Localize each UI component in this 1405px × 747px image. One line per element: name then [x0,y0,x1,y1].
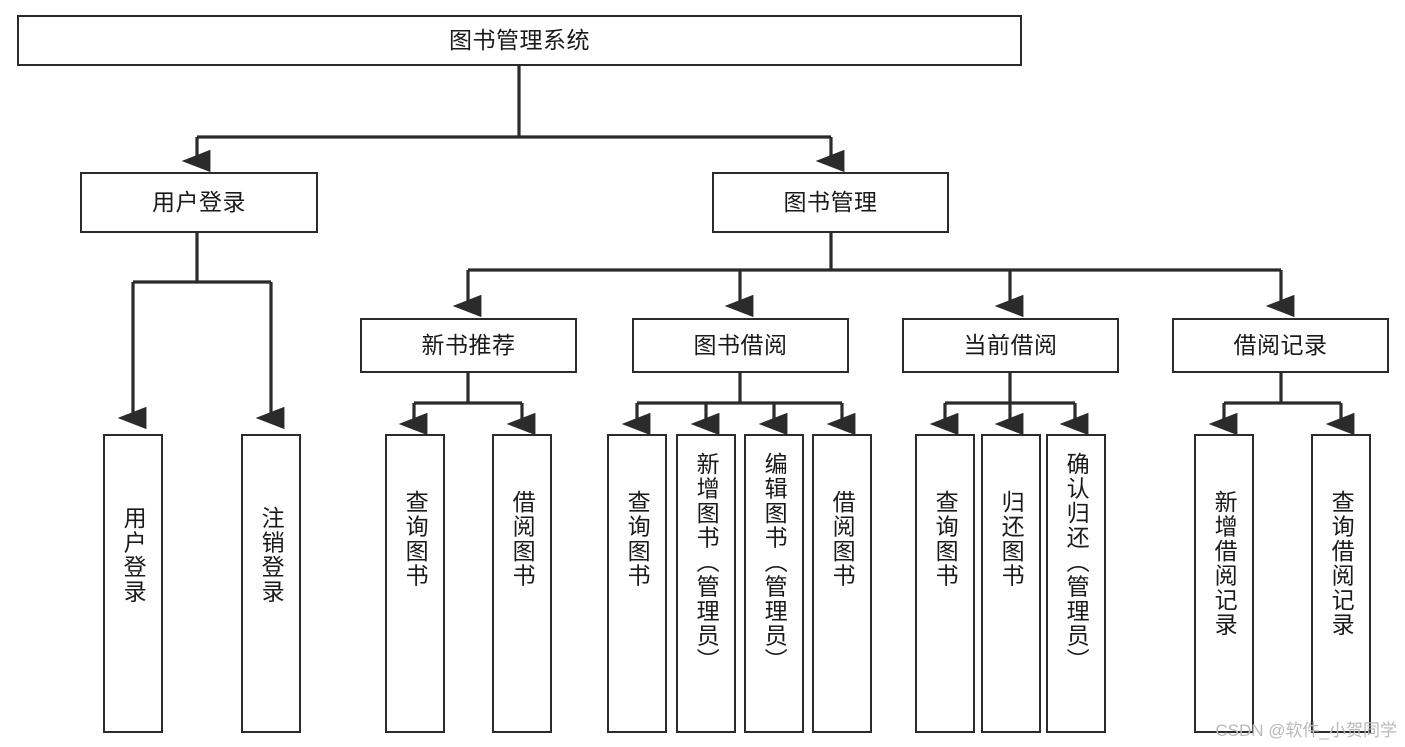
leaf-borrow-book-2[interactable]: 借阅图书 [812,434,872,733]
node-book-manage[interactable]: 图书管理 [712,172,949,233]
leaf-query-book-3-label: 查询图书 [932,490,959,588]
leaf-user-login-label: 用户登录 [120,506,147,604]
node-current-borrow[interactable]: 当前借阅 [902,318,1119,373]
leaf-add-book-label: 新增图书（管理员） [693,452,720,673]
node-borrow-record[interactable]: 借阅记录 [1172,318,1389,373]
leaf-edit-book-label: 编辑图书（管理员） [761,452,788,673]
leaf-confirm-return-label: 确认归还（管理员） [1063,452,1090,673]
node-user-login-label: 用户登录 [152,188,246,215]
node-new-book-recommend[interactable]: 新书推荐 [360,318,577,373]
leaf-query-book-1[interactable]: 查询图书 [385,434,445,733]
leaf-add-book[interactable]: 新增图书（管理员） [676,434,736,733]
leaf-confirm-return[interactable]: 确认归还（管理员） [1046,434,1106,733]
node-user-login[interactable]: 用户登录 [80,172,318,233]
node-book-borrow-label: 图书借阅 [693,331,788,358]
node-root[interactable]: 图书管理系统 [17,15,1022,66]
watermark: CSDN @软件_小贺同学 [1215,721,1397,740]
node-book-borrow[interactable]: 图书借阅 [632,318,849,373]
leaf-return-book[interactable]: 归还图书 [981,434,1041,733]
leaf-query-book-2-label: 查询图书 [624,490,651,588]
leaf-query-record[interactable]: 查询借阅记录 [1311,434,1371,733]
node-current-borrow-label: 当前借阅 [963,331,1058,358]
leaf-query-record-label: 查询借阅记录 [1328,490,1355,637]
node-book-manage-label: 图书管理 [783,188,878,215]
leaf-logout-label: 注销登录 [258,506,285,604]
node-borrow-record-label: 借阅记录 [1233,331,1328,358]
leaf-add-record[interactable]: 新增借阅记录 [1194,434,1254,733]
leaf-borrow-book-1[interactable]: 借阅图书 [492,434,552,733]
leaf-user-login[interactable]: 用户登录 [103,434,163,733]
node-new-book-recommend-label: 新书推荐 [421,331,516,358]
leaf-edit-book[interactable]: 编辑图书（管理员） [744,434,804,733]
leaf-add-record-label: 新增借阅记录 [1211,490,1238,637]
leaf-logout[interactable]: 注销登录 [241,434,301,733]
leaf-query-book-3[interactable]: 查询图书 [915,434,975,733]
leaf-query-book-1-label: 查询图书 [402,490,429,588]
leaf-borrow-book-2-label: 借阅图书 [829,490,856,588]
leaf-return-book-label: 归还图书 [998,490,1025,588]
leaf-borrow-book-1-label: 借阅图书 [509,490,536,588]
leaf-query-book-2[interactable]: 查询图书 [607,434,667,733]
node-root-label: 图书管理系统 [449,26,590,53]
